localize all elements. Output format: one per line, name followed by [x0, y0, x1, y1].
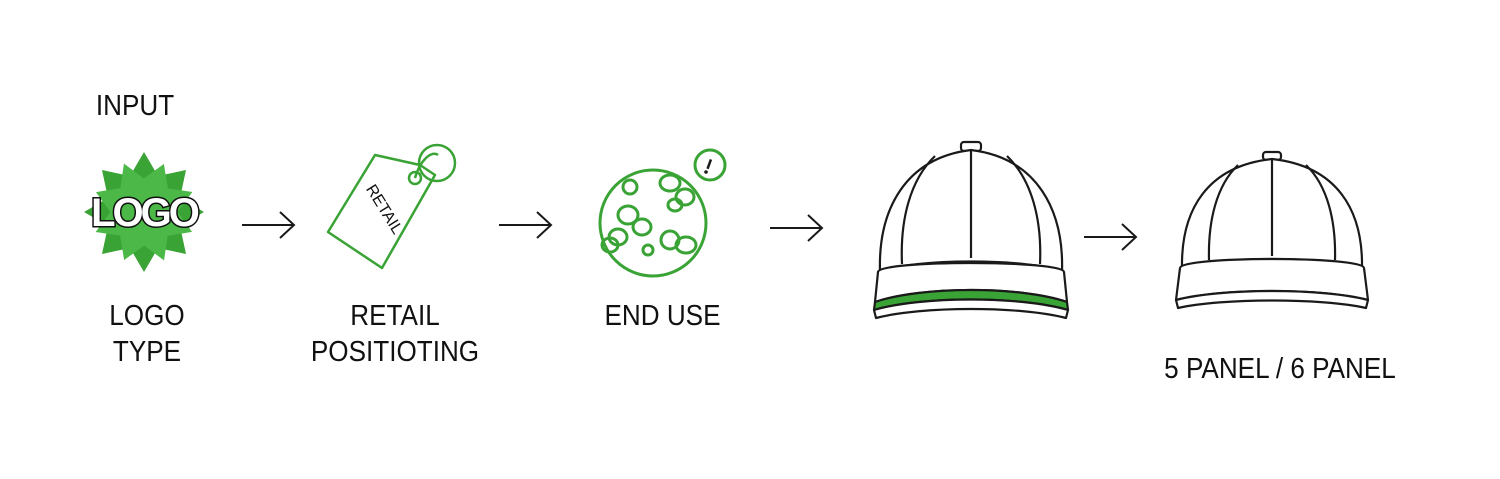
arrow-right-icon [1084, 223, 1138, 251]
tag-text: RETAIL [362, 182, 406, 238]
arrow-right-icon [499, 211, 553, 239]
logo-badge-icon: LOGO [84, 152, 204, 272]
cap-5-panel-icon [1174, 150, 1370, 310]
step-5-label: 5 PANEL / 6 PANEL [1164, 353, 1396, 385]
cap-6-panel-icon [872, 140, 1070, 320]
tag-ring [417, 143, 457, 183]
step-3-label: END USE [588, 298, 737, 334]
input-title: INPUT [95, 90, 175, 122]
cap-brim-bottom [872, 298, 1070, 320]
logo-text: LOGO [91, 191, 199, 235]
tag-string [413, 152, 439, 179]
logo-star-front [95, 163, 193, 261]
globe-outline [598, 168, 708, 278]
step-1-label: LOGO TYPE [93, 298, 201, 370]
globe-badge [693, 148, 727, 182]
globe-icon [598, 148, 727, 278]
arrow-right-icon [770, 214, 824, 242]
arrow-right-icon [242, 211, 296, 239]
step-3-line1: END USE [604, 300, 721, 332]
tag-hole [407, 170, 423, 186]
step-1-line2: TYPE [112, 336, 182, 368]
cap-brim-edge [1174, 289, 1370, 310]
step-2-line1: RETAIL [350, 300, 440, 332]
step-1-line1: LOGO [109, 300, 185, 332]
retail-tag-icon: RETAIL [326, 143, 457, 270]
tag-body [326, 153, 437, 270]
step-2-label: RETAIL POSITIOTING [301, 298, 490, 370]
step-2-line2: POSITIOTING [310, 336, 480, 368]
